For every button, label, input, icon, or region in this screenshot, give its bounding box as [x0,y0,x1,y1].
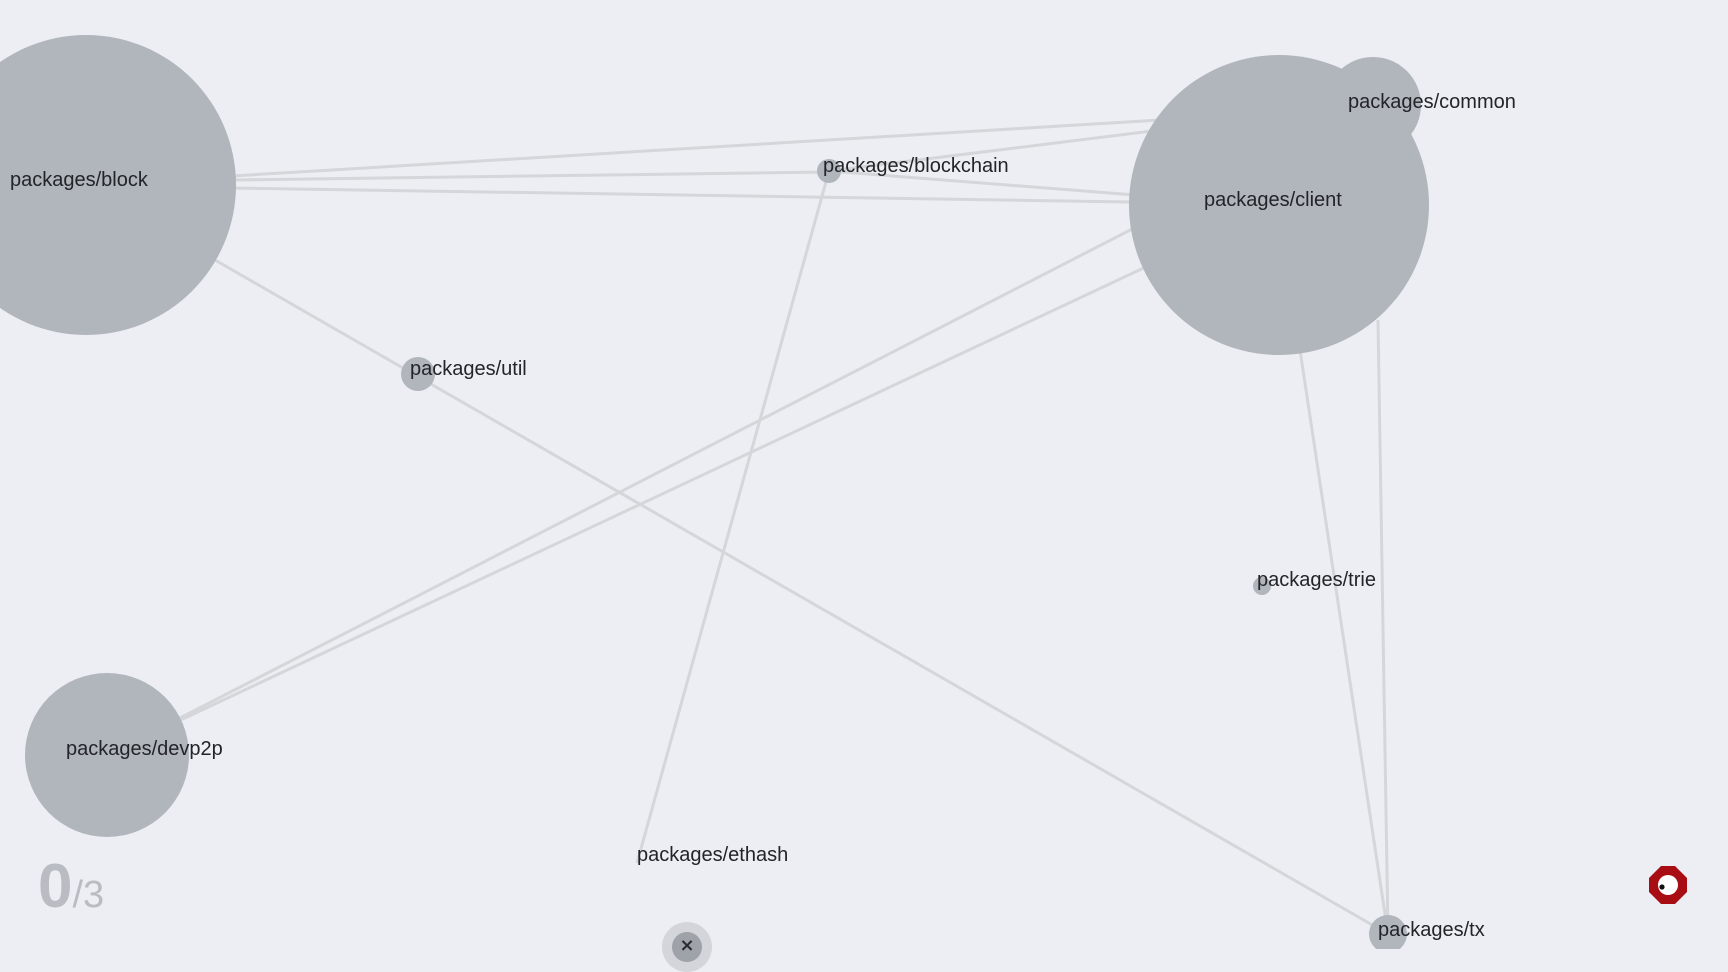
node-common-circle[interactable] [1325,57,1421,153]
node-block[interactable]: packages/block [0,35,236,335]
node-devp2p-circle[interactable] [25,673,189,837]
edge-blockchain-ethash [635,170,831,864]
node-devp2p[interactable]: packages/devp2p [25,673,223,837]
node-blockchain[interactable]: packages/blockchain [817,155,1009,183]
close-button-inner: × [672,932,702,962]
node-client-label: packages/client [1204,189,1342,211]
node-util[interactable]: packages/util [401,357,527,391]
nodes-layer: packages/block packages/client packages/co… [0,35,1516,949]
edge-block-client [231,186,1131,204]
edge-client-tx [1298,349,1390,935]
counter-separator: / [72,874,84,916]
node-util-label: packages/util [410,358,527,380]
node-trie[interactable]: packages/trie [1253,569,1376,595]
edge-client-devp2p [179,223,1141,720]
node-devp2p-label: packages/devp2p [66,738,223,760]
node-common[interactable]: packages/common [1325,57,1516,153]
edge-blockchain-common [828,128,1161,173]
close-icon: × [679,935,695,956]
node-block-circle[interactable] [0,35,236,335]
counter-current: 0 [38,852,73,921]
edge-block-blockchain [231,170,830,182]
badge-eye-white [1658,875,1678,895]
node-tx[interactable]: packages/tx [1369,915,1485,949]
dependency-graph[interactable]: packages/block packages/client packages/co… [0,0,1728,949]
edge-blockchain-client [828,169,1136,197]
counter-total: 3 [83,874,105,916]
brand-badge-icon[interactable] [1648,865,1688,905]
edge-common-tx [1376,319,1390,935]
node-util-circle[interactable] [401,357,435,391]
edge-block-tx [214,258,1389,936]
close-button[interactable]: × [662,922,712,972]
node-ethash-label: packages/ethash [637,844,788,866]
edge-block-common [231,118,1161,178]
node-ethash[interactable]: packages/ethash [637,844,788,866]
node-tx-label: packages/tx [1378,919,1485,941]
node-trie-circle[interactable] [1253,577,1271,595]
node-common-label: packages/common [1348,91,1516,113]
badge-eye-pupil [1659,884,1665,890]
node-tx-circle[interactable] [1369,915,1407,949]
selection-counter: 0/3 [38,856,104,918]
node-blockchain-circle[interactable] [817,159,841,183]
edge-common-devp2p [169,263,1151,727]
node-trie-label: packages/trie [1257,569,1376,591]
node-block-label: packages/block [10,169,149,191]
node-blockchain-label: packages/blockchain [823,155,1009,177]
